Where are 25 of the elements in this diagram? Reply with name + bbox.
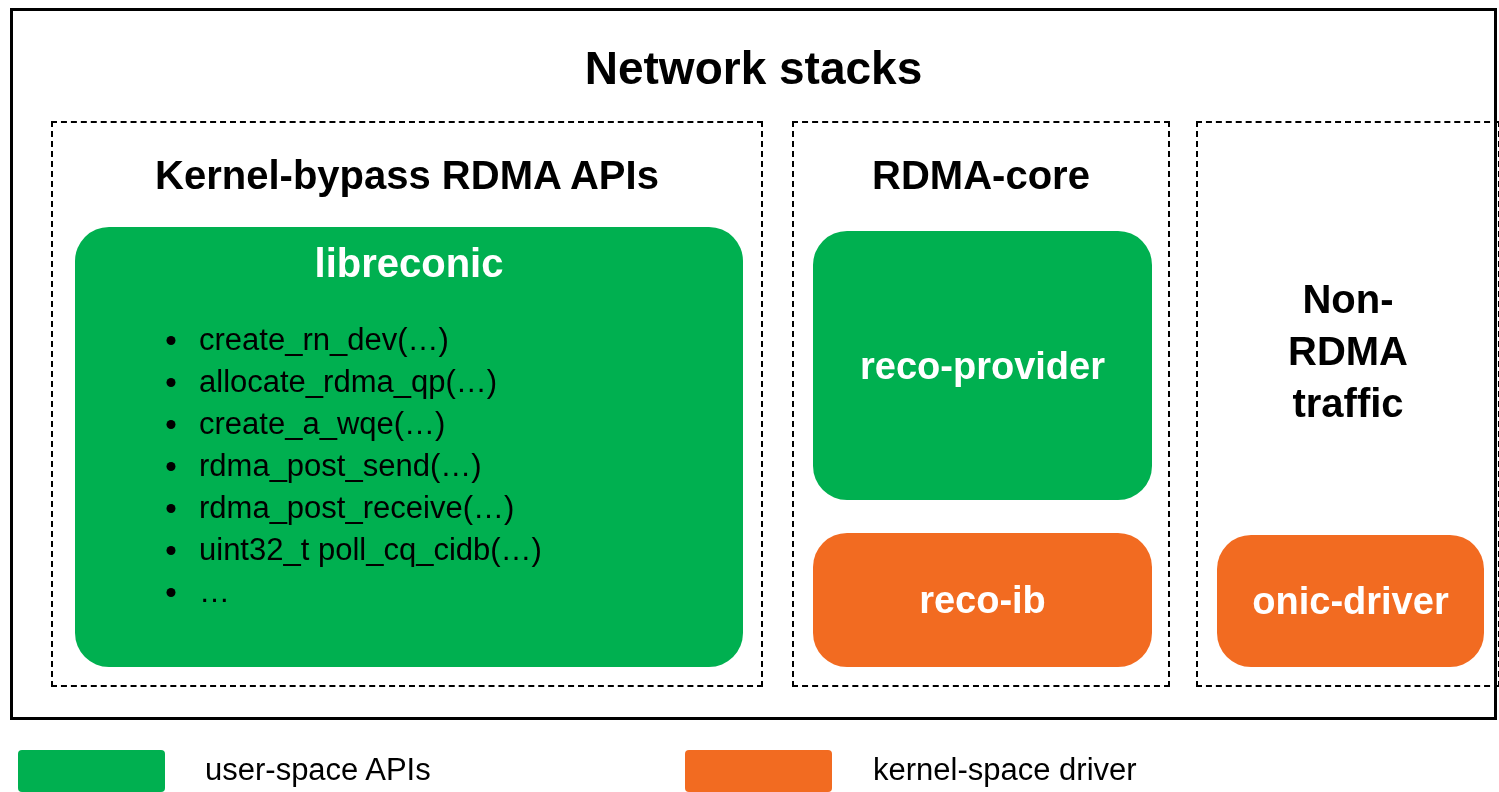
list-item: allocate_rdma_qp(…) xyxy=(199,364,498,399)
box-label: onic-driver xyxy=(1251,579,1450,623)
box-label: reco-provider xyxy=(859,344,1106,387)
list-item: create_rn_dev(…) xyxy=(199,322,449,357)
dashed-group-box xyxy=(1196,121,1499,687)
group-heading: Kernel-bypass RDMA APIs xyxy=(154,153,660,198)
group-heading: Non-RDMA traffic xyxy=(1287,276,1409,427)
legend-label: kernel-space driver xyxy=(873,752,1137,788)
frame-heading: Network stacks xyxy=(583,41,924,95)
list-item: uint32_t poll_cq_cidb(…) xyxy=(199,532,542,567)
box-title: libreconic xyxy=(313,241,505,286)
group-heading: RDMA-core xyxy=(871,153,1091,198)
api-box xyxy=(75,227,743,667)
component-box xyxy=(813,231,1152,500)
list-item: rdma_post_receive(…) xyxy=(199,490,515,525)
component-box xyxy=(813,533,1152,667)
list-item: … xyxy=(199,574,230,609)
list-item: create_a_wqe(…) xyxy=(199,406,446,441)
dashed-group-box xyxy=(51,121,763,687)
box-label: reco-ib xyxy=(918,578,1047,622)
component-box xyxy=(1217,535,1484,667)
legend-label: user-space APIs xyxy=(205,752,431,788)
outer-frame xyxy=(10,8,1497,720)
dashed-group-box xyxy=(792,121,1170,687)
list-item: rdma_post_send(…) xyxy=(199,448,482,483)
